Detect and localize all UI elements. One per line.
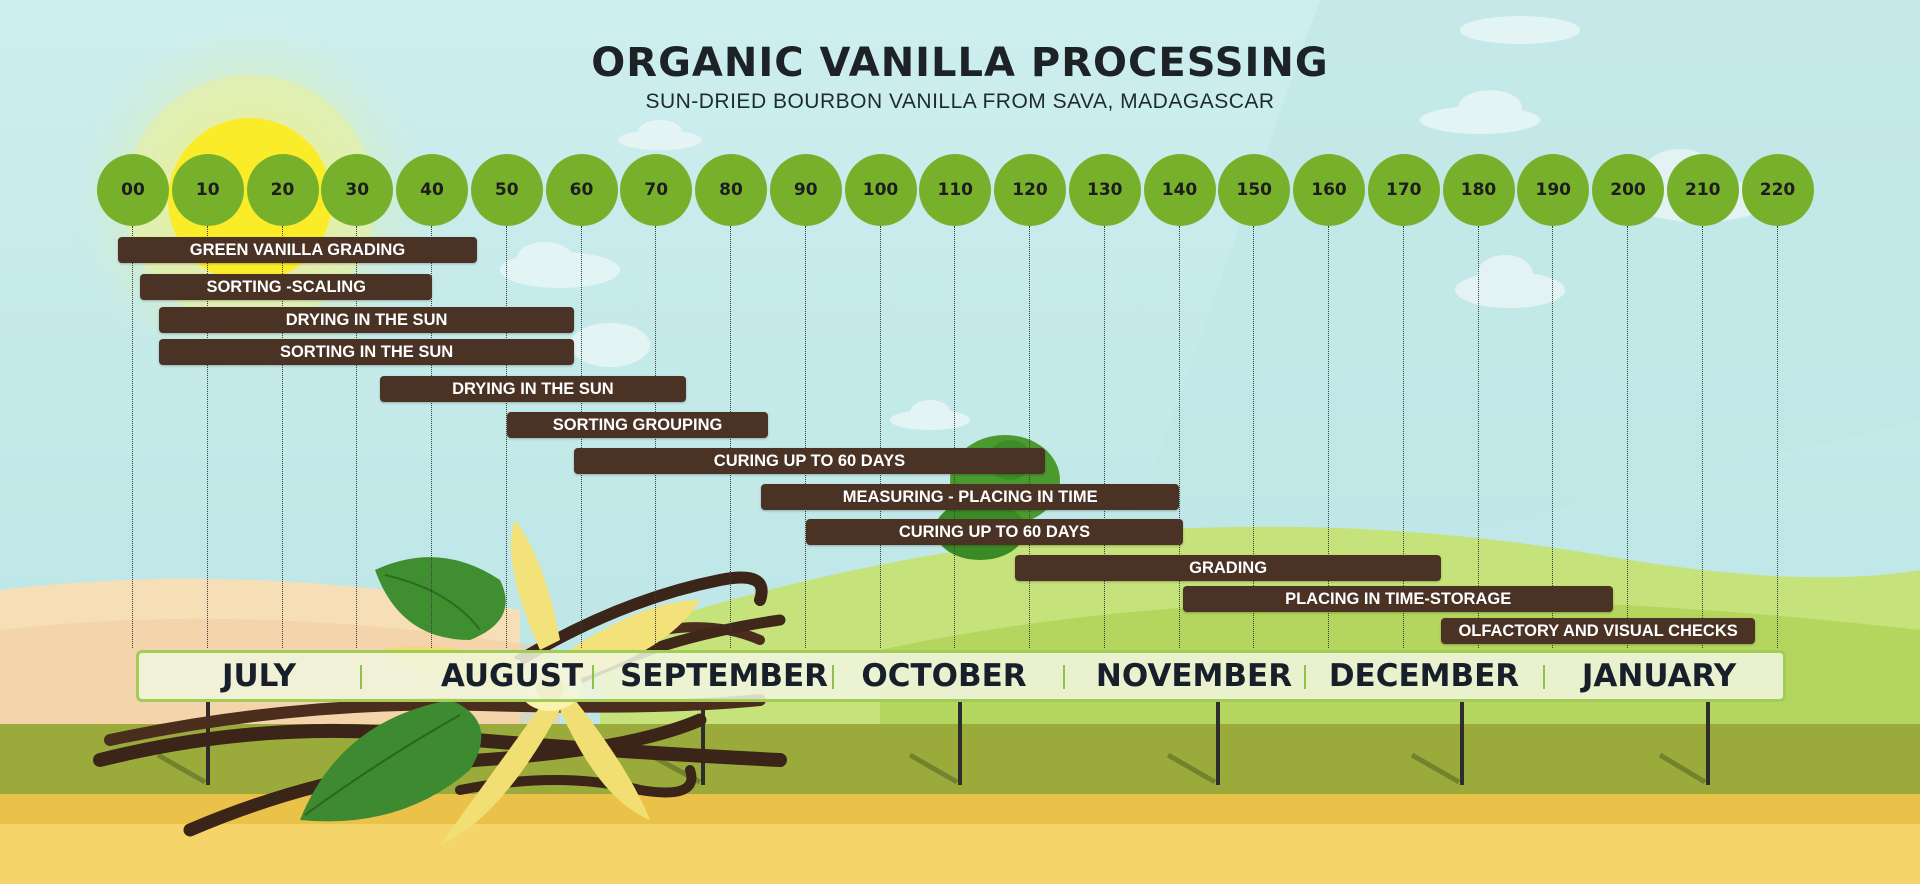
tick-guide-line bbox=[505, 226, 507, 648]
stage-bar: PLACING IN TIME-STORAGE bbox=[1183, 586, 1614, 612]
tick-guide-line bbox=[1402, 226, 1404, 648]
tick-circle: 210 bbox=[1666, 154, 1739, 226]
tick-circle: 100 bbox=[844, 154, 917, 226]
tick-circle: 00 bbox=[97, 154, 169, 226]
stage-bar: SORTING -SCALING bbox=[140, 274, 432, 300]
page-title: ORGANIC VANILLA PROCESSING bbox=[591, 40, 1329, 86]
month-separator bbox=[1304, 665, 1306, 689]
tick-guide-line bbox=[1552, 226, 1554, 648]
tick-guide-line bbox=[1776, 226, 1778, 648]
tick-circle: 180 bbox=[1442, 154, 1515, 226]
tick-guide-line bbox=[879, 226, 881, 648]
tick-circle: 30 bbox=[321, 154, 394, 226]
tick-circle: 220 bbox=[1741, 154, 1814, 226]
month-separator bbox=[592, 665, 594, 689]
tick-circle: 70 bbox=[620, 154, 693, 226]
tick-guide-line bbox=[1477, 226, 1479, 648]
tick-guide-line bbox=[954, 226, 956, 648]
vanilla-leaves-illustration bbox=[300, 557, 506, 822]
month-label: JANUARY bbox=[1581, 658, 1737, 694]
stage-bar: MEASURING - PLACING IN TIME bbox=[760, 484, 1180, 510]
month-separator bbox=[360, 665, 362, 689]
tick-guide-line bbox=[1029, 226, 1030, 648]
stage-bar: CURING UP TO 60 DAYS bbox=[574, 448, 1045, 474]
month-separator bbox=[1543, 665, 1545, 689]
month-label: NOVEMBER bbox=[1095, 658, 1293, 694]
month-separator bbox=[1063, 665, 1065, 689]
month-separator bbox=[832, 665, 834, 689]
tick-guide-line bbox=[804, 226, 806, 648]
tick-guide-line bbox=[206, 226, 208, 648]
tick-circle: 20 bbox=[246, 154, 319, 226]
tick-guide-line bbox=[1627, 226, 1628, 648]
tick-guide-line bbox=[281, 226, 283, 648]
stage-bar: SORTING GROUPING bbox=[506, 412, 769, 438]
tick-circle: 60 bbox=[545, 154, 618, 226]
tick-guide-line bbox=[132, 226, 133, 648]
tick-circle: 40 bbox=[396, 154, 468, 226]
stage-bar: GRADING bbox=[1015, 555, 1442, 581]
tick-circle: 50 bbox=[470, 154, 543, 226]
tick-guide-line bbox=[1178, 226, 1180, 648]
tick-circle: 170 bbox=[1367, 154, 1440, 226]
stage-bar: GREEN VANILLA GRADING bbox=[118, 237, 477, 263]
tick-guide-line bbox=[356, 226, 358, 648]
stage-bar: CURING UP TO 60 DAYS bbox=[805, 519, 1184, 545]
month-label: JULY bbox=[221, 658, 297, 694]
stage-bar: DRYING IN THE SUN bbox=[379, 376, 687, 402]
tick-circle: 120 bbox=[994, 154, 1066, 226]
tick-circle: 10 bbox=[171, 154, 244, 226]
tick-guide-line bbox=[1253, 226, 1255, 648]
month-label: DECEMBER bbox=[1328, 658, 1520, 694]
tick-circle: 190 bbox=[1517, 154, 1590, 226]
month-label: SEPTEMBER bbox=[619, 658, 829, 694]
month-label: OCTOBER bbox=[861, 658, 1027, 694]
tick-circle: 130 bbox=[1068, 154, 1141, 226]
stage-bar: OLFACTORY AND VISUAL CHECKS bbox=[1441, 618, 1756, 644]
tick-circle: 80 bbox=[695, 154, 767, 226]
tick-guide-line bbox=[1701, 226, 1703, 648]
tick-circle: 90 bbox=[769, 154, 842, 226]
stage-bar: SORTING IN THE SUN bbox=[159, 339, 575, 365]
month-label: AUGUST bbox=[440, 658, 584, 694]
stage-bar: DRYING IN THE SUN bbox=[159, 307, 575, 333]
tick-guide-line bbox=[431, 226, 432, 648]
tick-circle: 150 bbox=[1218, 154, 1291, 226]
tick-guide-line bbox=[1328, 226, 1329, 648]
tick-circle: 160 bbox=[1293, 154, 1365, 226]
tick-circle: 200 bbox=[1592, 154, 1664, 226]
tick-circle: 110 bbox=[919, 154, 992, 226]
page-subtitle: SUN-DRIED BOURBON VANILLA FROM SAVA, MAD… bbox=[645, 90, 1275, 113]
month-bar: JULY AUGUST SEPTEMBER OCTOBER NOVEMBER DECEMB… bbox=[136, 650, 1786, 702]
tick-guide-line bbox=[1103, 226, 1105, 648]
tick-circle: 140 bbox=[1143, 154, 1216, 226]
